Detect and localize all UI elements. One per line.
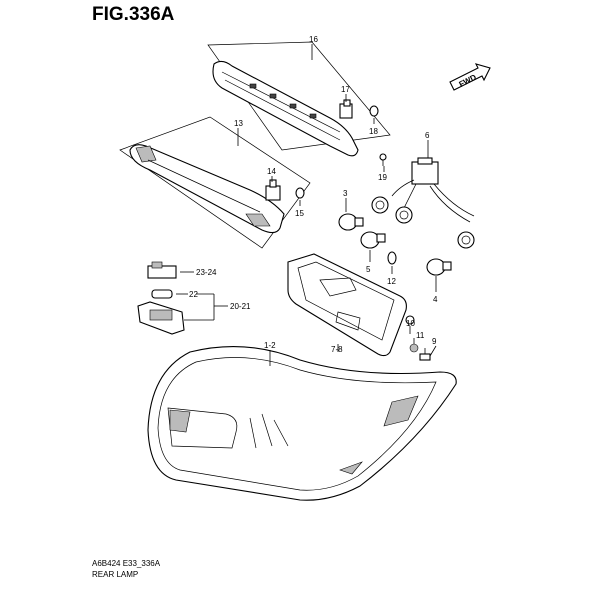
callout-9: 9 xyxy=(432,337,437,346)
callout-13: 13 xyxy=(234,119,243,128)
part-20-21-lamp xyxy=(137,301,185,335)
part-10-washer xyxy=(405,315,415,325)
part-12-clip xyxy=(387,251,397,265)
part-1-2-rear-lamp xyxy=(147,346,457,501)
callout-23-24: 23-24 xyxy=(196,268,217,277)
socket-c xyxy=(457,231,475,249)
part-23-24-lens xyxy=(147,261,177,279)
callout-16: 16 xyxy=(309,35,318,44)
callout-1-2: 1-2 xyxy=(264,341,276,350)
callout-22: 22 xyxy=(189,290,198,299)
part-19-screw xyxy=(379,153,387,166)
callout-14: 14 xyxy=(267,167,276,176)
part-16-stop-lamp xyxy=(207,41,391,157)
footer-caption: REAR LAMP xyxy=(92,570,138,579)
part-7-8-gasket xyxy=(287,253,407,357)
callout-20-21: 20-21 xyxy=(230,302,251,311)
fwd-arrow: FWD xyxy=(449,63,491,91)
footer-code: A6B424 E33_336A xyxy=(92,559,161,568)
callout-19: 19 xyxy=(378,173,387,182)
socket-a xyxy=(371,196,389,214)
part-18-clip xyxy=(369,105,379,117)
part-17-holder xyxy=(339,99,353,119)
callout-10: 10 xyxy=(406,319,415,328)
part-5-bulb xyxy=(360,231,386,249)
part-3-bulb xyxy=(338,213,364,231)
part-14-holder xyxy=(265,179,281,201)
leader-lines xyxy=(176,44,437,366)
socket-b xyxy=(395,206,413,224)
part-15-clip xyxy=(295,187,305,199)
callout-3: 3 xyxy=(343,189,348,198)
callout-17: 17 xyxy=(341,85,350,94)
callout-12: 12 xyxy=(387,277,396,286)
callout-15: 15 xyxy=(295,209,304,218)
part-6-harness xyxy=(391,157,475,223)
callout-6: 6 xyxy=(425,131,430,140)
part-13-cover xyxy=(119,116,311,249)
callout-5: 5 xyxy=(366,265,371,274)
callout-18: 18 xyxy=(369,127,378,136)
callout-11: 11 xyxy=(416,331,425,340)
part-9-bolt xyxy=(419,348,431,361)
part-4-bulb xyxy=(426,258,452,276)
callout-7-8: 7-8 xyxy=(331,345,343,354)
figure-title: FIG.336A xyxy=(92,4,175,25)
callout-4: 4 xyxy=(433,295,438,304)
part-11-washer xyxy=(409,343,419,353)
part-22-bulb xyxy=(151,289,173,299)
